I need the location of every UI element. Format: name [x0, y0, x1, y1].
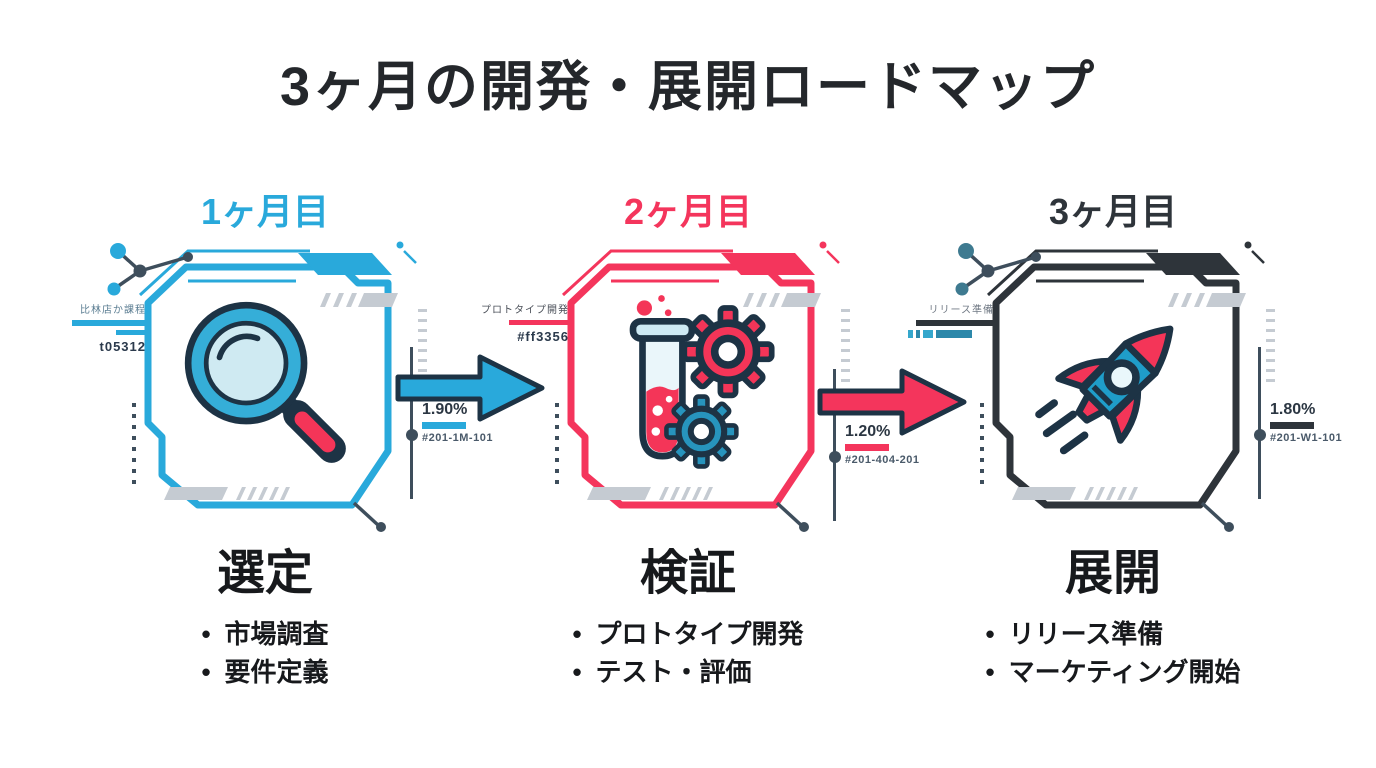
- side-annotation: リリース準備: [894, 301, 994, 342]
- metric-connector-line: [406, 347, 418, 499]
- metric-bar: [1270, 422, 1314, 429]
- bullet-dot: •: [201, 619, 211, 649]
- list-item: • プロトタイプ開発: [572, 615, 803, 653]
- dotted-edge: [980, 403, 984, 484]
- metric-code: #201-404-201: [845, 454, 920, 466]
- bullet-text: 市場調査: [224, 619, 329, 649]
- gear-blue: [664, 394, 739, 469]
- metric-node-dot: [1254, 429, 1266, 442]
- side-annotation: 比林店か課程 t05312: [46, 301, 146, 354]
- arrow-right-icon: [817, 368, 967, 436]
- bullet-text: テスト・評価: [595, 657, 752, 687]
- phase-name: 選定: [216, 547, 313, 600]
- list-item: • リリース準備: [985, 615, 1240, 653]
- side-annotation-code: #ff3356: [517, 329, 569, 344]
- side-annotation-label: リリース準備: [928, 305, 994, 316]
- phase-panel-month1: 1ヶ月目: [72, 183, 492, 691]
- side-annotation-bar: [72, 320, 146, 326]
- phase-month-label: 1ヶ月目: [200, 191, 330, 232]
- list-item: • マーケティング開始: [985, 653, 1240, 691]
- metric-connector-line: [1254, 347, 1266, 499]
- rocket-icon: [1035, 325, 1174, 455]
- metric-value: 1.20%: [845, 423, 891, 440]
- list-item: • 市場調査: [201, 615, 328, 653]
- bullet-text: リリース準備: [1008, 619, 1164, 649]
- phase-bullet-list: • リリース準備 • マーケティング開始: [985, 615, 1240, 691]
- phase-name: 展開: [1064, 547, 1161, 600]
- metric-code: #201-W1-101: [1270, 432, 1343, 444]
- corner-connector: [352, 501, 386, 532]
- arrow-right-icon: [395, 354, 545, 422]
- side-annotation-bar-small: [116, 330, 146, 335]
- phase-month-label: 3ヶ月目: [1048, 191, 1178, 232]
- phase-frame: 比林店か課程 t05312 1.90% #201-1M-101: [72, 235, 492, 532]
- page-title: 3ヶ月の開発・展開ロードマップ: [279, 57, 1097, 117]
- bullet-dot: •: [201, 657, 211, 687]
- phase-panel-month3: 3ヶ月目: [908, 183, 1342, 691]
- dotted-edge: [132, 403, 136, 484]
- metric-value: 1.90%: [422, 401, 468, 418]
- bullet-dot: •: [572, 657, 582, 687]
- metric-bar: [422, 422, 466, 429]
- bullet-dot: •: [985, 657, 995, 687]
- phase-frame: リリース準備 1.80% #201-W1-101: [908, 235, 1342, 532]
- phase-name: 検証: [639, 547, 736, 600]
- phase-bullet-list: • プロトタイプ開発 • テスト・評価: [572, 615, 803, 691]
- metric-annotation: 1.80% #201-W1-101: [1270, 401, 1342, 444]
- list-item: • 要件定義: [201, 653, 328, 691]
- side-annotation-code: t05312: [99, 339, 146, 354]
- metric-node-dot: [406, 429, 418, 442]
- side-annotation-label: 比林店か課程: [80, 305, 146, 316]
- list-item: • テスト・評価: [572, 653, 803, 691]
- bullet-text: プロトタイプ開発: [595, 619, 804, 649]
- hatch-marks: [1012, 293, 1275, 500]
- corner-connector: [1200, 501, 1234, 532]
- dotted-edge: [555, 403, 559, 484]
- metric-connector-line: [829, 369, 841, 521]
- metric-annotation: 1.20% #201-404-201: [845, 423, 920, 466]
- side-annotation-bar: [916, 320, 994, 326]
- side-annotation-label: プロトタイプ開発: [481, 305, 569, 316]
- metric-bar: [845, 444, 889, 451]
- bullet-text: マーケティング開始: [1008, 657, 1241, 687]
- metric-code: #201-1M-101: [422, 432, 493, 444]
- metric-value: 1.80%: [1270, 401, 1316, 418]
- corner-connector: [775, 501, 809, 532]
- phase-frame: プロトタイプ開発 #ff3356 1.20% #201-404-201: [481, 235, 919, 532]
- side-annotation-bar: [509, 320, 569, 325]
- side-annotation: プロトタイプ開発 #ff3356: [469, 301, 569, 344]
- phase-panel-month2: 2ヶ月目: [481, 183, 919, 691]
- metric-node-dot: [829, 451, 841, 464]
- phase-month-label: 2ヶ月目: [623, 191, 753, 232]
- metric-annotation: 1.90% #201-1M-101: [422, 401, 493, 444]
- gear-pink: [681, 305, 775, 399]
- bullet-dot: •: [572, 619, 582, 649]
- speed-lines: [1035, 399, 1089, 455]
- flask-gears-icon: [629, 295, 775, 469]
- molecule-icon: [955, 243, 1041, 296]
- bullet-text: 要件定義: [224, 657, 329, 687]
- magnifier-icon: [184, 301, 346, 463]
- bullet-dot: •: [985, 619, 995, 649]
- side-annotation-segments: [908, 330, 972, 338]
- hatch-marks: [587, 293, 850, 500]
- phase-bullet-list: • 市場調査 • 要件定義: [201, 615, 328, 691]
- molecule-icon: [107, 243, 193, 296]
